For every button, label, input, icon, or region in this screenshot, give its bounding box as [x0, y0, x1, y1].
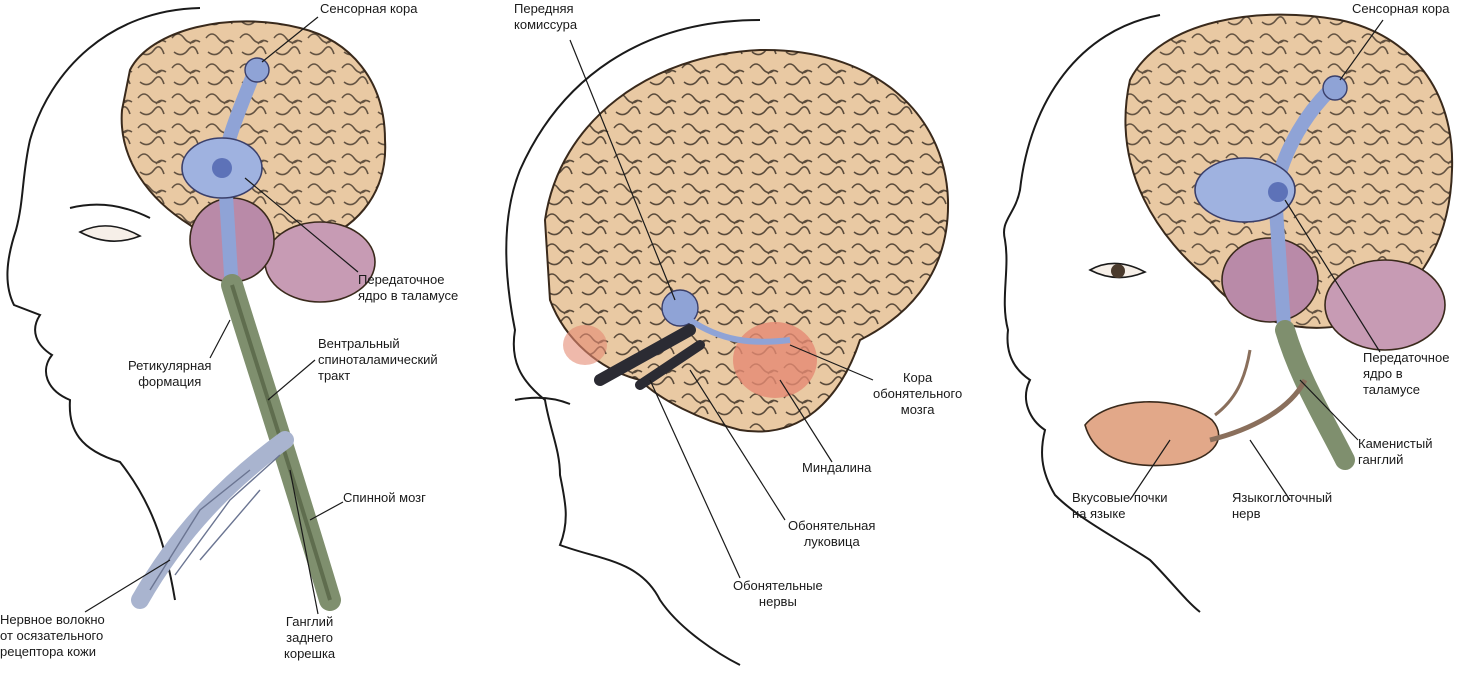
nerve-branch — [1214, 349, 1252, 417]
glossopharyngeal-nerve — [1209, 378, 1308, 443]
head-outline-right — [1003, 14, 1201, 613]
spinal-cord-left-core — [230, 284, 332, 601]
label-amygdala: Миндалина — [802, 460, 872, 475]
taste-leaders — [1129, 19, 1384, 501]
thalamus-nucleus-left — [212, 158, 232, 178]
olfactory-tract — [688, 317, 791, 345]
label-sensory-cortex-taste: Сенсорная кора — [1352, 1, 1450, 16]
frontal-blush — [563, 325, 607, 365]
brain-right-gyri — [1125, 14, 1453, 328]
eye-left — [78, 225, 142, 242]
nerve-fiber-left — [131, 431, 294, 609]
olfactory-bulb-a — [594, 324, 696, 386]
tongue — [1084, 401, 1220, 467]
label-spinal-cord: Спинной мозг — [343, 490, 426, 505]
brow-left — [69, 203, 151, 219]
olfactory-bulb-b — [635, 340, 705, 390]
label-sensory-cortex-touch: Сенсорная кора — [320, 1, 418, 16]
brow-middle — [514, 396, 571, 405]
nerve-plexus-left — [149, 454, 281, 591]
thalamus-nucleus-right — [1268, 182, 1288, 202]
head-outline-left — [6, 7, 201, 601]
brain-left-gyri — [121, 21, 386, 249]
cortex-node-left — [244, 57, 270, 83]
cerebellum-right — [1324, 259, 1446, 351]
smell-panel — [505, 19, 950, 666]
amygdala-middle — [733, 322, 817, 398]
smell-leaders — [569, 39, 874, 579]
commissure-node — [661, 289, 699, 327]
touch-panel — [6, 7, 387, 615]
brain-middle-gyri — [545, 49, 949, 432]
touch-leaders — [84, 16, 359, 615]
taste-panel — [1003, 13, 1454, 613]
iris-right — [1111, 264, 1125, 278]
cortex-node-right — [1322, 75, 1348, 101]
spinal-cord-right — [1275, 320, 1355, 470]
head-outline-middle — [505, 19, 761, 666]
brainstem-right — [1221, 237, 1319, 323]
thalamus-right — [1194, 157, 1296, 223]
